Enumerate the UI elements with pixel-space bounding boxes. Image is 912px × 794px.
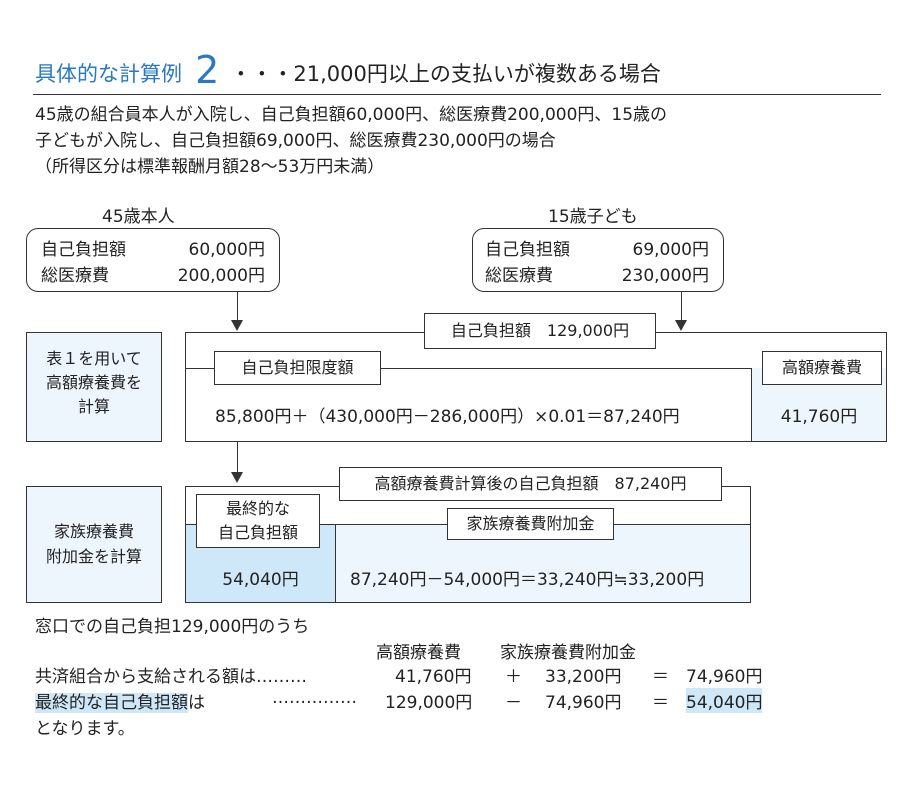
step1-benefit-label: 高額療養費: [762, 351, 882, 385]
summary-line1: 窓口での自己負担129,000円のうち: [35, 617, 310, 637]
step2-family-label: 家族療養費附加金: [447, 508, 614, 540]
step1-side-line3: 計算: [77, 397, 110, 416]
step1-side-line1: 表１を用いて: [46, 349, 142, 368]
summary-col-header1: 高額療養費: [376, 643, 461, 663]
summary-row1-result: 74,960円: [686, 667, 763, 687]
summary-row2-op: －: [505, 693, 522, 713]
left-row1-label: 自己負担額: [41, 240, 126, 260]
summary-row2-eq: ＝: [652, 693, 669, 713]
arrow-line-left: [237, 292, 238, 320]
summary-row2-result: 54,040円: [686, 688, 763, 713]
left-person-box: 自己負担額 60,000円 総医療費 200,000円: [26, 228, 280, 292]
right-row2-label: 総医療費: [485, 266, 553, 286]
left-person-heading: 45歳本人: [102, 207, 175, 227]
summary-row2-a: 129,000円: [385, 693, 473, 713]
summary-row2-label: 最終的な自己負担額: [35, 693, 188, 713]
page-title: 具体的な計算例 2 ・・・21,000円以上の支払いが複数ある場合: [35, 48, 661, 92]
step1-limit-label: 自己負担限度額: [214, 351, 381, 385]
summary-row1-label: 共済組合から支給される額は………: [35, 667, 307, 687]
arrow-line-step2: [237, 442, 238, 472]
arrow-head-left: [231, 320, 243, 331]
right-person-heading: 15歳子ども: [548, 207, 638, 227]
step1-inner-top-line: [185, 368, 887, 369]
title-prefix: 具体的な計算例: [35, 62, 182, 86]
left-row2-label: 総医療費: [41, 266, 109, 286]
summary-row1-eq: ＝: [652, 667, 669, 687]
step1-benefit-value: 41,760円: [780, 407, 858, 427]
summary-closing: となります。: [35, 719, 135, 739]
step2-side-line1: 家族療養費: [53, 522, 134, 541]
step2-final-value: 54,040円: [222, 570, 299, 590]
summary-row1-b: 33,200円: [545, 667, 622, 687]
title-underline: [33, 94, 881, 95]
right-row2-value: 230,000円: [621, 266, 709, 286]
arrow-head-step2: [231, 472, 243, 483]
intro-line-1: 45歳の組合員本人が入院し、自己負担額60,000円、総医療費200,000円、…: [35, 105, 668, 125]
step2-final-label-line1: 最終的な: [225, 499, 290, 518]
summary-row2-label-wrap: 最終的な自己負担額は: [35, 688, 205, 713]
step1-formula: 85,800円＋（430,000円－286,000円）×0.01＝87,240円: [215, 407, 680, 427]
summary-row1-a: 41,760円: [395, 667, 472, 687]
step2-final-label: 最終的な 自己負担額: [196, 494, 320, 548]
title-number: 2: [195, 48, 220, 92]
arrow-line-right: [681, 292, 682, 320]
left-row2-value: 200,000円: [177, 266, 265, 286]
intro-line-3: （所得区分は標準報酬月額28～53万円未満）: [35, 157, 385, 177]
step1-total-label: 自己負担額 129,000円: [424, 313, 656, 349]
summary-col-header2: 家族療養費附加金: [500, 643, 636, 663]
summary-row2-dots: ……………: [272, 688, 357, 708]
step1-side-line2: 高額療養費を: [45, 373, 142, 392]
right-person-box: 自己負担額 69,000円 総医療費 230,000円: [472, 228, 724, 292]
title-suffix: ・・・21,000円以上の支払いが複数ある場合: [230, 62, 661, 86]
step2-family-formula: 87,240円－54,000円＝33,240円≒33,200円: [350, 570, 705, 590]
right-row1-label: 自己負担額: [485, 240, 570, 260]
step2-after-label: 高額療養費計算後の自己負担額 87,240円: [339, 467, 722, 501]
summary-row2-b: 74,960円: [545, 693, 622, 713]
summary-row2-label-suffix: は: [188, 693, 205, 713]
arrow-head-right: [675, 320, 687, 331]
step2-side-line2: 附加金を計算: [45, 547, 142, 566]
left-row1-value: 60,000円: [188, 240, 265, 260]
step2-side-label: 家族療養費 附加金を計算: [26, 486, 162, 603]
summary-row1-op: ＋: [505, 667, 522, 687]
step2-final-label-line2: 自己負担額: [217, 523, 298, 542]
step1-side-label: 表１を用いて 高額療養費を 計算: [26, 332, 162, 442]
intro-line-2: 子どもが入院し、自己負担額69,000円、総医療費230,000円の場合: [35, 131, 556, 151]
right-row1-value: 69,000円: [632, 240, 709, 260]
